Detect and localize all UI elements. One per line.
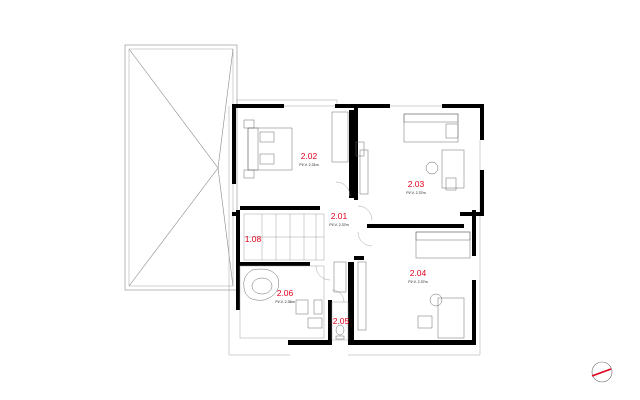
room-label-2-02: 2.02 Pl/.V. 2.31m <box>299 151 318 167</box>
room-number: 2.02 <box>301 151 318 161</box>
room-label-2-01: 2.01 Pl/.V. 2.37m <box>329 211 348 227</box>
bed-2-02 <box>243 111 365 179</box>
walls <box>232 104 484 345</box>
room-height: Pl/.V. 2.37m <box>408 280 427 284</box>
door-swings <box>315 181 373 303</box>
room-height: Pl/.V. 2.37m <box>406 191 425 195</box>
room-height: Pl/.V. 2.37m <box>329 223 348 227</box>
room-height: Pl/.V. 2.31m <box>299 163 318 167</box>
north-arrow-icon <box>591 361 613 383</box>
room-label-2-06: 2.06 Pl/.V. 2.36m <box>275 288 294 304</box>
room-number: 1.08 <box>245 234 262 244</box>
room-label-2-03: 2.03 Pl/.V. 2.37m <box>406 179 425 195</box>
roof-outline <box>124 44 238 291</box>
room-number: 2.06 <box>277 288 294 298</box>
staircase <box>243 213 325 261</box>
room-label-2-05: 2.05 <box>333 316 350 326</box>
room-number: 2.04 <box>410 268 427 278</box>
room-number: 2.01 <box>331 211 348 221</box>
bed-2-03 <box>359 113 465 195</box>
room-label-2-04: 2.04 Pl/.V. 2.37m <box>408 268 427 284</box>
room-number: 2.03 <box>408 179 425 189</box>
bath-2-06 <box>239 265 325 339</box>
bed-2-04 <box>357 231 471 339</box>
room-height: Pl/.V. 2.36m <box>275 300 294 304</box>
room-label-1-08: 1.08 <box>245 234 262 244</box>
wc-2-05 <box>331 261 349 341</box>
room-number: 2.05 <box>333 316 350 326</box>
